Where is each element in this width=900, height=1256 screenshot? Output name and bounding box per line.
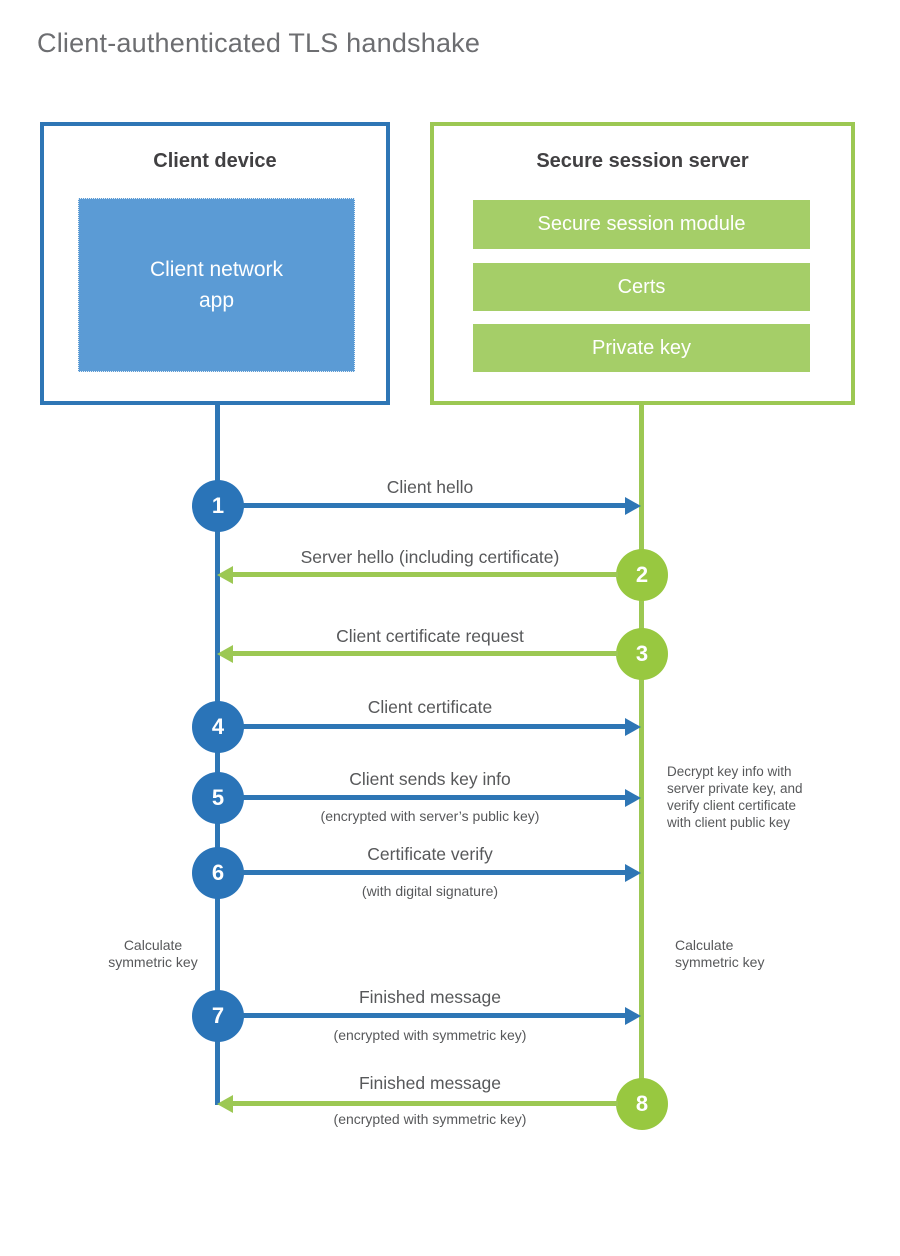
step-7-label: Finished message	[358, 987, 502, 1007]
server-module-certs: Certs	[473, 263, 810, 311]
step-6-arrowhead-icon	[625, 864, 641, 882]
step-4-number-badge: 4	[192, 701, 244, 753]
step-3-number-badge: 3	[616, 628, 668, 680]
step-1-number-badge: 1	[192, 480, 244, 532]
step-3-arrow-line	[233, 651, 618, 656]
step-8-arrow-line	[233, 1101, 618, 1106]
step-1-arrowhead-icon	[625, 497, 641, 515]
step-7-arrow-line	[240, 1013, 625, 1018]
step-5-arrow-line	[240, 795, 625, 800]
step-8-number-badge: 8	[616, 1078, 668, 1130]
secure-session-server-title: Secure session server	[536, 150, 749, 172]
step-6-label: Certificate verify	[367, 844, 493, 864]
server-decrypt-note: Decrypt key info with server private key…	[667, 764, 803, 830]
step-3-label: Client certificate request	[336, 626, 524, 646]
client-lifeline	[215, 405, 220, 1105]
step-8-label: Finished message	[358, 1073, 502, 1093]
step-1-label: Client hello	[386, 477, 474, 497]
step-1-arrow-line	[240, 503, 625, 508]
step-4-label: Client certificate	[367, 697, 493, 717]
step-8-sublabel: (encrypted with symmetric key)	[333, 1111, 527, 1127]
calculate-symmetric-key-client-note: Calculate symmetric key	[108, 937, 198, 970]
step-7-arrowhead-icon	[625, 1007, 641, 1025]
server-lifeline	[639, 405, 644, 1105]
step-4-arrowhead-icon	[625, 718, 641, 736]
step-4-arrow-line	[240, 724, 625, 729]
step-3-arrowhead-icon	[217, 645, 233, 663]
step-6-sublabel: (with digital signature)	[361, 883, 499, 899]
step-2-number-badge: 2	[616, 549, 668, 601]
page-title: Client-authenticated TLS handshake	[37, 28, 481, 58]
server-module-secure-session-module: Secure session module	[473, 200, 810, 249]
step-7-number-badge: 7	[192, 990, 244, 1042]
server-module-private-key: Private key	[473, 324, 810, 372]
step-2-arrow-line	[233, 572, 618, 577]
step-6-arrow-line	[240, 870, 625, 875]
step-6-number-badge: 6	[192, 847, 244, 899]
calculate-symmetric-key-server-note: Calculate symmetric key	[675, 937, 765, 970]
step-5-sublabel: (encrypted with server’s public key)	[320, 808, 540, 824]
client-device-title: Client device	[153, 150, 277, 172]
step-2-label: Server hello (including certificate)	[300, 547, 560, 567]
step-2-arrowhead-icon	[217, 566, 233, 584]
client-network-app-box: Client network app	[78, 198, 355, 372]
step-5-number-badge: 5	[192, 772, 244, 824]
step-7-sublabel: (encrypted with symmetric key)	[333, 1027, 527, 1043]
step-8-arrowhead-icon	[217, 1095, 233, 1113]
step-5-arrowhead-icon	[625, 789, 641, 807]
step-5-label: Client sends key info	[349, 769, 511, 789]
